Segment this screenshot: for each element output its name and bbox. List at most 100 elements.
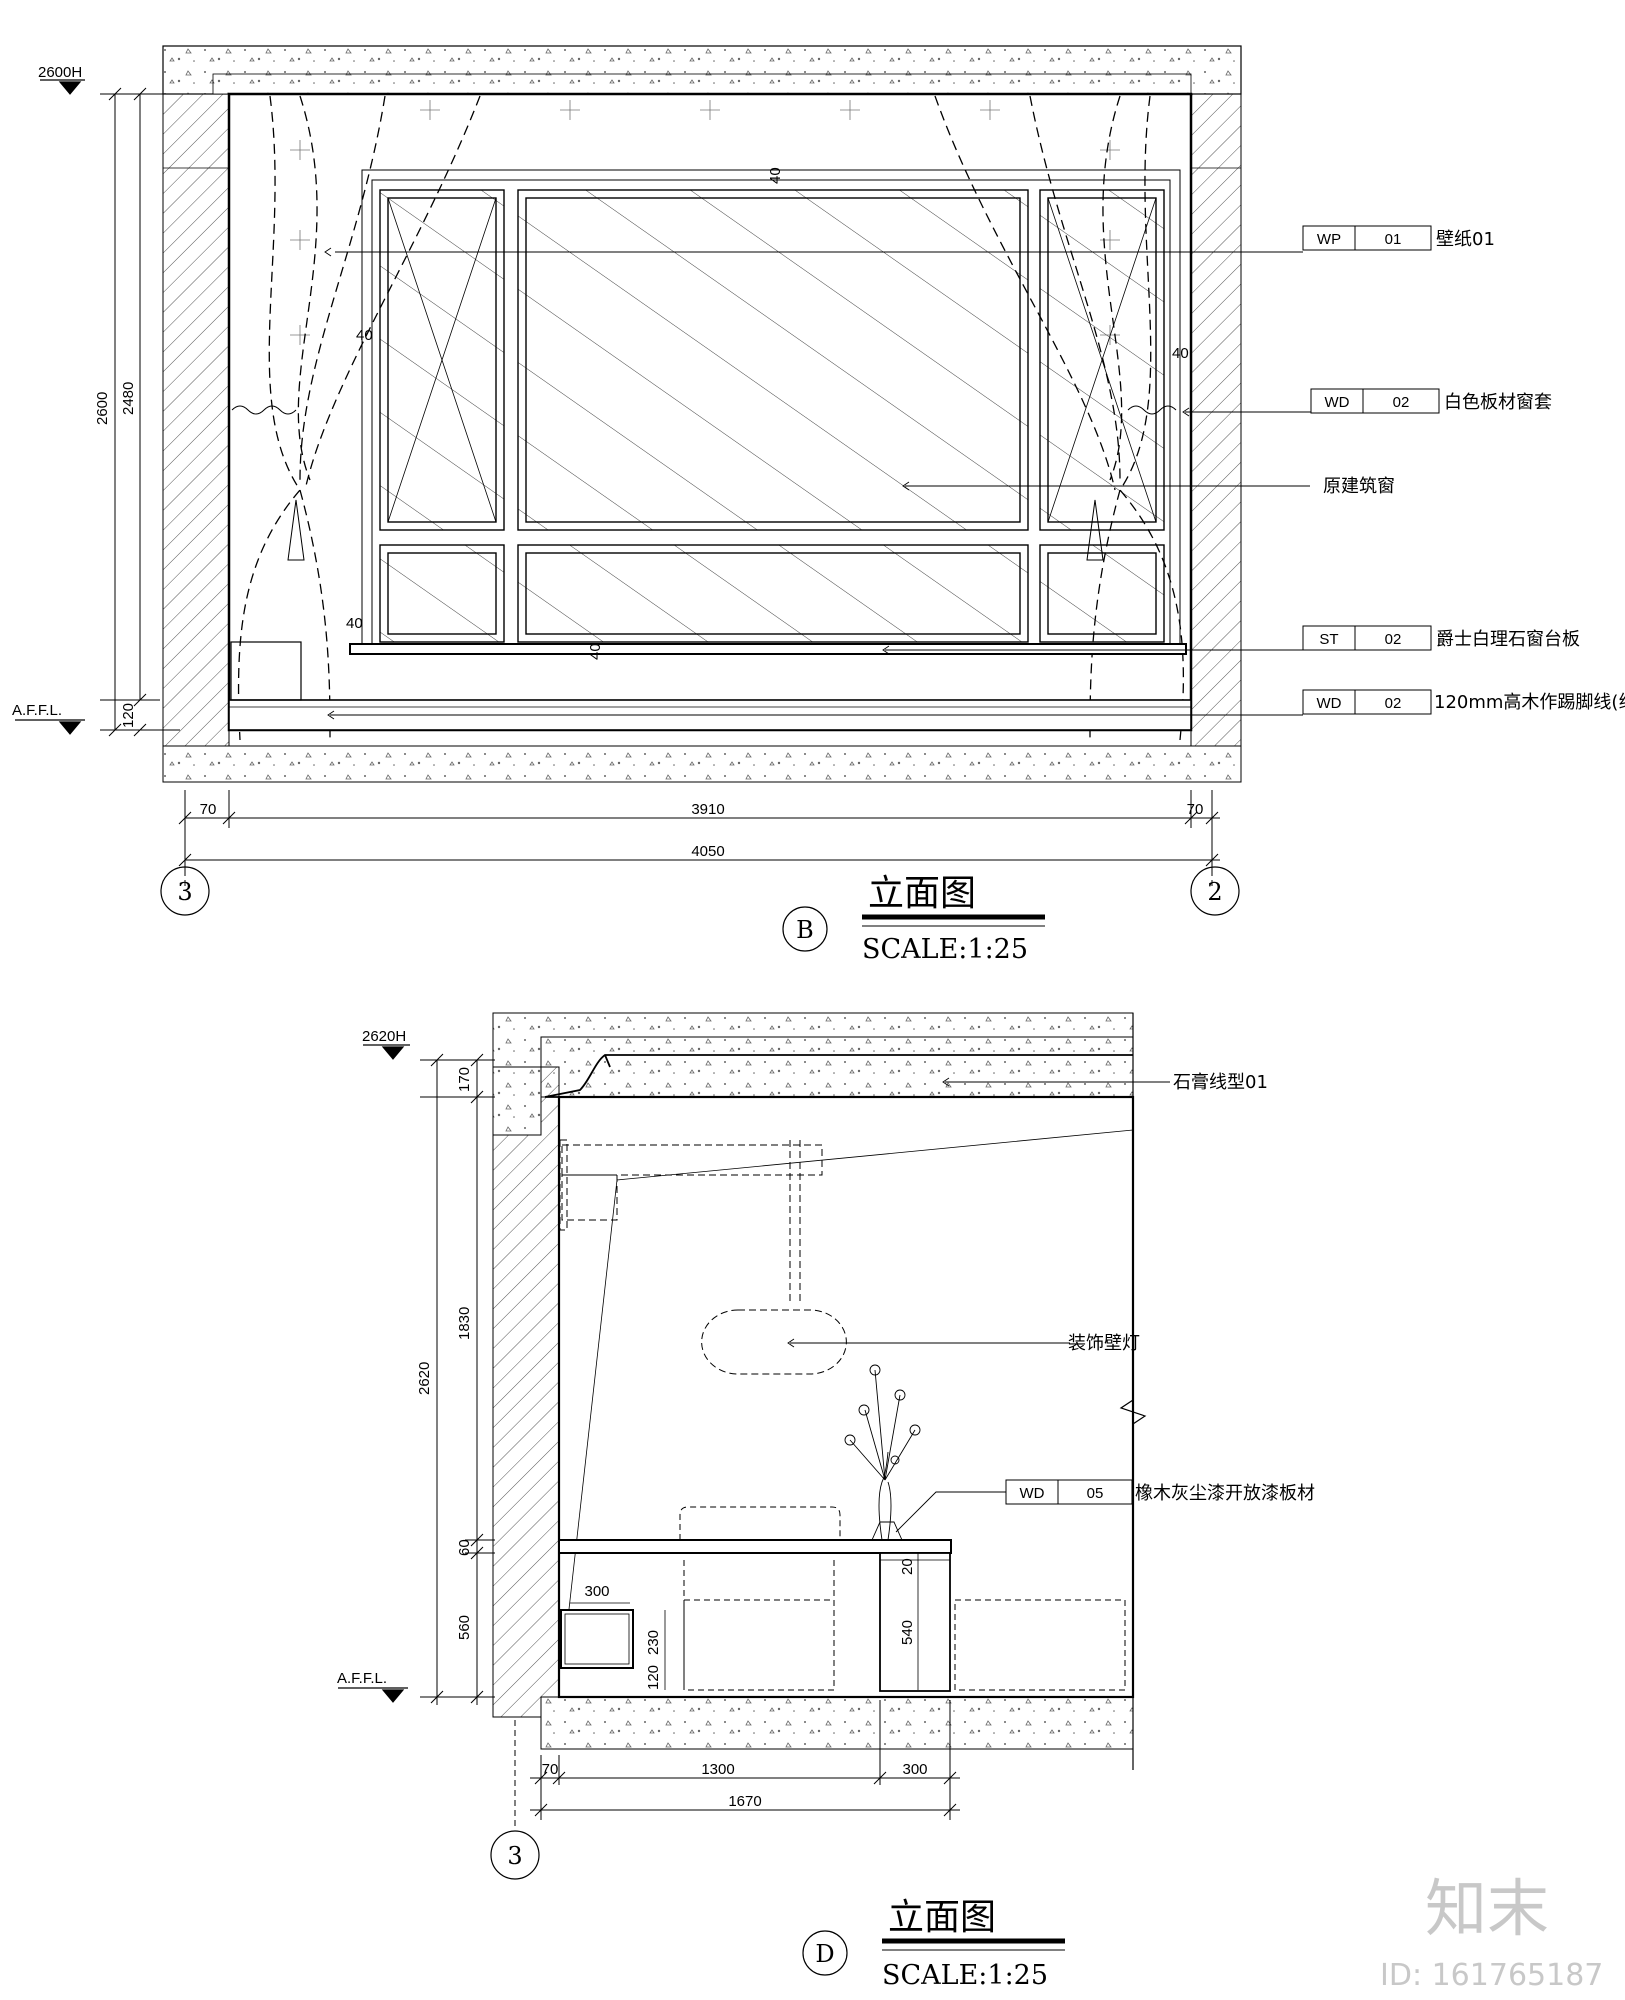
- axis-label-3-b: 3: [177, 878, 192, 906]
- level-marker-affl: [15, 719, 85, 735]
- tag-desc-window-casing: 白色板材窗套: [1444, 392, 1552, 413]
- watermark: 知末 ID: 161765187: [1380, 1872, 1603, 1993]
- affl-label-b: A.F.F.L.: [12, 702, 62, 719]
- dim-1830: 1830: [456, 1307, 473, 1340]
- left-wall-hatch: [162, 93, 230, 747]
- elevation-b: [15, 45, 1440, 952]
- floor-slab: [162, 745, 1242, 783]
- left-dimension-chain-d: [420, 1053, 495, 1705]
- bottom-dimension-chain-d: [514, 1700, 960, 1830]
- tag-desc-oak-panel: 橡木灰尘漆开放漆板材: [1135, 1483, 1315, 1504]
- level-label-2600h: 2600H: [38, 64, 82, 81]
- view-letter-b: B: [796, 916, 814, 944]
- dim-70-right: 70: [1187, 801, 1204, 818]
- axis-label-2-b: 2: [1207, 878, 1222, 906]
- tag-leaders: [324, 247, 1311, 720]
- dim-70-d: 70: [542, 1761, 559, 1778]
- level-label-2620h: 2620H: [362, 1028, 406, 1045]
- dim-300-d: 300: [902, 1761, 927, 1778]
- axis-bubble-3-d: [490, 1830, 540, 1880]
- ceiling-grid-markers: [290, 100, 1120, 345]
- level-marker-top: [40, 79, 85, 95]
- tag-desc-wall-lamp: 装饰壁灯: [1068, 1333, 1140, 1354]
- vase-flowers: [844, 1364, 921, 1541]
- axis-bubble-2-b: [1190, 866, 1240, 916]
- original-window: [379, 189, 1165, 643]
- view-title-d: 立面图: [888, 1897, 996, 1938]
- soffit-band: [212, 73, 1192, 95]
- center-upper-pane: [517, 189, 1029, 531]
- dim-540: 540: [899, 1620, 916, 1645]
- view-letter-d: D: [815, 1940, 834, 1968]
- dim-300-drawer: 300: [584, 1583, 609, 1600]
- desk-cabinet: [879, 1552, 951, 1692]
- view-bubble-d: [802, 1930, 848, 1976]
- wall-lamp: [559, 1139, 847, 1375]
- ceiling-inner-d: [540, 1036, 1134, 1098]
- dim-2600: 2600: [94, 392, 111, 425]
- watermark-logo: 知末: [1425, 1872, 1549, 1945]
- dim-1300: 1300: [701, 1761, 734, 1778]
- axis-label-3-d: 3: [507, 1842, 522, 1870]
- oak-desk-top: [558, 1539, 952, 1554]
- dim-sill-center: 40: [587, 643, 604, 660]
- dim-3910: 3910: [691, 801, 724, 818]
- dim-230: 230: [645, 1630, 662, 1655]
- dim-2480: 2480: [120, 382, 137, 415]
- tag-desc-baseboard: 120mm高木作踢脚线(线型04: [1434, 692, 1625, 713]
- tag-num-wd02-baseboard: 02: [1385, 695, 1402, 712]
- view-title-b: 立面图: [868, 873, 976, 914]
- dim-120-d: 120: [645, 1665, 662, 1690]
- elevation-d: [338, 1012, 1170, 1976]
- curtains: [237, 95, 1184, 741]
- dim-win-left: 40: [356, 327, 373, 344]
- dashed-chair: [679, 1506, 1126, 1691]
- center-lower-pane: [517, 544, 1029, 643]
- tag-code-wp01: WP: [1317, 231, 1341, 248]
- tag-code-st02: ST: [1319, 631, 1338, 648]
- view-bubble-b: [782, 906, 828, 952]
- dim-60: 60: [456, 1539, 473, 1556]
- left-wall-d: [492, 1066, 560, 1718]
- tag-desc-plaster-cornice: 石膏线型01: [1173, 1071, 1268, 1093]
- affl-label-d: A.F.F.L.: [337, 1670, 387, 1687]
- axis-bubble-3-b: [160, 866, 210, 916]
- tag-boxes-b: [1302, 225, 1440, 715]
- curtain-tiebacks: [231, 405, 1177, 561]
- tag-num-wp01: 01: [1385, 231, 1402, 248]
- scale-label-b: SCALE:1:25: [862, 934, 1028, 965]
- dim-560: 560: [456, 1615, 473, 1640]
- tag-desc-marble-sill: 爵士白理石窗台板: [1436, 629, 1580, 650]
- dim-1670: 1670: [728, 1793, 761, 1810]
- marble-sill: [349, 643, 1187, 655]
- dim-2620: 2620: [416, 1362, 433, 1395]
- level-marker-top-d: [363, 1044, 410, 1060]
- dim-win-top: 40: [767, 167, 784, 184]
- tag-desc-wallpaper: 壁纸01: [1436, 229, 1495, 250]
- level-marker-affl-d: [338, 1687, 408, 1703]
- floor-slab-d: [540, 1696, 1134, 1750]
- right-wall-hatch: [1190, 93, 1242, 747]
- elevation-d-text: 2620H A.F.F.L. 170 1830 2620 60 560 300 …: [337, 1028, 1315, 1991]
- dim-20: 20: [899, 1558, 916, 1575]
- watermark-id: ID: 161765187: [1380, 1958, 1603, 1993]
- left-dimension-chain: [100, 87, 180, 737]
- elevation-b-text: 2600H A.F.F.L. 2600 2480 120 40 40 40 40…: [12, 64, 1625, 965]
- room-d: [557, 1095, 1135, 1699]
- dim-sill-left: 40: [346, 615, 363, 632]
- tag-code-wd05: WD: [1020, 1485, 1045, 1502]
- tag-box-wd05: [1005, 1479, 1133, 1505]
- tag-num-st02: 02: [1385, 631, 1402, 648]
- inner-dims-d: [570, 1553, 919, 1690]
- dim-win-right: 40: [1172, 345, 1189, 362]
- tag-num-wd02-casing: 02: [1393, 394, 1410, 411]
- dim-70-left: 70: [200, 801, 217, 818]
- dim-4050: 4050: [691, 843, 724, 860]
- bottom-dimension-chain: [178, 790, 1220, 890]
- right-lower-pane: [1039, 544, 1165, 643]
- left-lower-pane: [379, 544, 505, 643]
- tag-leaders-d: [787, 1077, 1170, 1533]
- dim-120-b: 120: [120, 703, 137, 728]
- plaster-cornice: [544, 1054, 1133, 1098]
- tag-desc-original-window: 原建筑窗: [1323, 476, 1395, 497]
